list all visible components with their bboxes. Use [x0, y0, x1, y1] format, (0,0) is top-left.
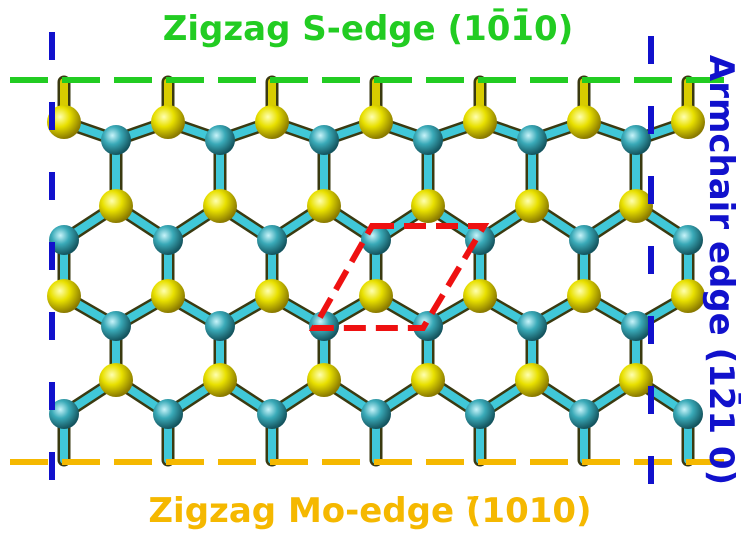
molybdenum-atom — [517, 125, 547, 155]
molybdenum-atom — [205, 125, 235, 155]
molybdenum-atom — [309, 125, 339, 155]
unit-cell — [308, 223, 490, 331]
molybdenum-atom — [569, 399, 599, 429]
sulfur-atom — [47, 279, 81, 313]
sulfur-atom — [463, 105, 497, 139]
sulfur-atom — [151, 279, 185, 313]
sulfur-atom — [515, 363, 549, 397]
sulfur-atom — [359, 279, 393, 313]
sulfur-atom — [567, 279, 601, 313]
sulfur-atom — [411, 189, 445, 223]
sulfur-atom — [671, 105, 705, 139]
sulfur-atom — [411, 363, 445, 397]
molybdenum-atom — [621, 125, 651, 155]
molybdenum-atom — [413, 125, 443, 155]
sulfur-atom — [255, 279, 289, 313]
molybdenum-atom — [101, 311, 131, 341]
sulfur-atom — [619, 363, 653, 397]
sulfur-atom — [671, 279, 705, 313]
molybdenum-atom — [153, 399, 183, 429]
molybdenum-atom — [257, 225, 287, 255]
sulfur-atom — [203, 189, 237, 223]
sulfur-atom — [47, 105, 81, 139]
molybdenum-atom — [153, 225, 183, 255]
sulfur-atom — [307, 363, 341, 397]
molybdenum-atom — [49, 399, 79, 429]
sulfur-atom — [515, 189, 549, 223]
top-edge-label: Zigzag S-edge (10̄1̄0) — [163, 7, 574, 49]
molybdenum-atom — [673, 225, 703, 255]
sulfur-atom — [99, 363, 133, 397]
sulfur-atom — [359, 105, 393, 139]
sulfur-atom — [203, 363, 237, 397]
molybdenum-atom — [673, 399, 703, 429]
right-edge-label: Armchair edge (12̄̄1 0) — [701, 55, 741, 485]
molybdenum-atom — [621, 311, 651, 341]
sulfur-atom — [255, 105, 289, 139]
sulfur-atom — [567, 105, 601, 139]
molybdenum-atom — [361, 399, 391, 429]
molybdenum-atom — [257, 399, 287, 429]
molybdenum-atom — [465, 399, 495, 429]
molybdenum-atom — [101, 125, 131, 155]
molybdenum-atom — [49, 225, 79, 255]
molybdenum-atom — [569, 225, 599, 255]
sulfur-atom — [307, 189, 341, 223]
sulfur-atom — [463, 279, 497, 313]
sulfur-atom — [151, 105, 185, 139]
molybdenum-atom — [361, 225, 391, 255]
molybdenum-atom — [517, 311, 547, 341]
sulfur-atom — [99, 189, 133, 223]
molybdenum-atom — [205, 311, 235, 341]
molybdenum-atom — [413, 311, 443, 341]
bottom-edge-label: Zigzag Mo-edge (̄1010) — [148, 491, 591, 531]
sulfur-atom — [619, 189, 653, 223]
